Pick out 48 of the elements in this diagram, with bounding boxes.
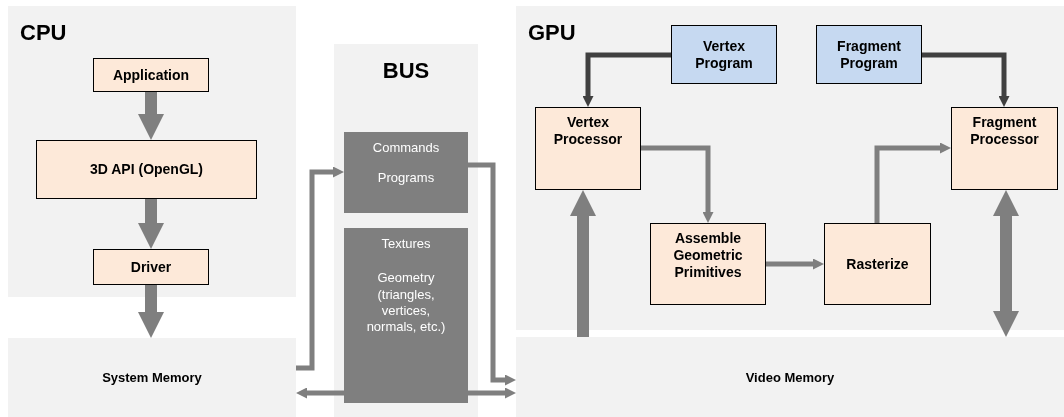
process-label: Vertex Program (694, 37, 754, 72)
arrow (137, 92, 165, 140)
process-box (824, 223, 931, 305)
arrow (922, 52, 1010, 107)
panel-title: BUS (381, 58, 431, 84)
process-box (951, 107, 1058, 190)
group-panel (8, 6, 296, 297)
memory-panel (516, 337, 1064, 417)
process-box (93, 249, 209, 285)
arrow (992, 190, 1020, 337)
arrow (468, 162, 516, 386)
process-box (650, 223, 766, 305)
arrow (569, 190, 597, 337)
process-label: Driver (130, 258, 172, 276)
program-box (671, 25, 777, 84)
data-block (344, 132, 468, 213)
panel-title: CPU (20, 20, 67, 46)
arrow (874, 142, 951, 223)
arrow (468, 387, 516, 399)
arrow (582, 52, 671, 107)
arrow (641, 145, 714, 223)
process-label: Vertex Processor (552, 114, 624, 148)
process-label: Programs (377, 170, 435, 187)
data-block (344, 228, 468, 403)
arrow (766, 258, 824, 270)
process-label: Geometry (triangles, vertices, normals, etc.) (365, 270, 447, 336)
process-label: Application (112, 66, 190, 84)
process-label: Rasterize (846, 255, 909, 273)
process-label: Commands (372, 140, 440, 157)
process-box (535, 107, 641, 190)
group-panel (334, 44, 478, 417)
arrow (137, 199, 165, 249)
process-label: Fragment Processor (969, 114, 1040, 148)
process-label: System Memory (102, 370, 202, 385)
memory-panel (8, 338, 296, 417)
process-box (93, 58, 209, 92)
process-label: Video Memory (745, 369, 835, 385)
arrow (296, 166, 344, 371)
process-label: Textures (381, 236, 431, 253)
process-box (36, 140, 257, 199)
group-panel (516, 6, 1064, 330)
process-label: Assemble Geometric Primitives (672, 230, 744, 281)
program-box (816, 25, 922, 84)
arrow (137, 285, 165, 338)
process-label: Fragment Program (836, 37, 902, 72)
process-label: 3D API (OpenGL) (89, 161, 203, 178)
panel-title: GPU (528, 20, 576, 46)
arrow (296, 387, 344, 399)
